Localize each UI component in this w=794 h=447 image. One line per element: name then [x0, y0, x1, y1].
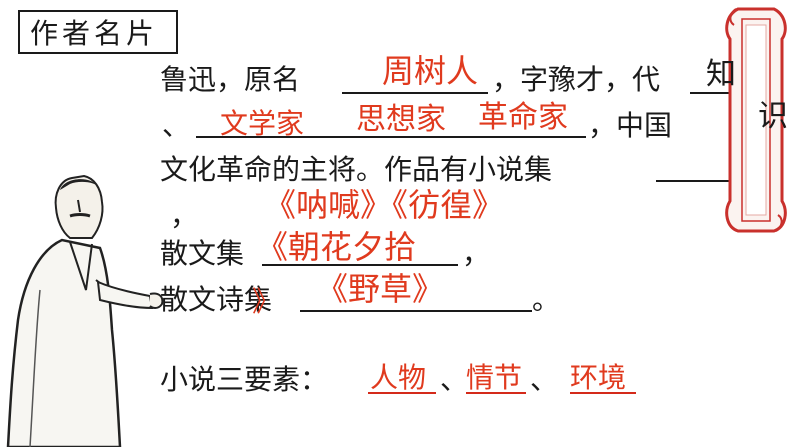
title-box: [18, 10, 178, 54]
blank-underline: [656, 180, 730, 182]
lu-xun-portrait-icon: [6, 174, 164, 447]
text-line-2b: ，中国: [588, 109, 673, 142]
blank-underline: [300, 310, 532, 312]
answer-role-1: 文学家: [220, 107, 305, 140]
blank-underline: [690, 92, 730, 94]
answer-novels: 《呐喊》《彷徨》: [264, 186, 505, 224]
separator: 、: [530, 363, 559, 396]
blank-underline: [196, 136, 586, 138]
knowledge-scroll: 知 识: [706, 5, 794, 235]
text-line-5a: 散文集: [160, 237, 245, 270]
text-line-1a: 鲁迅，原名: [160, 63, 301, 96]
page-title: 作者名片: [30, 17, 159, 50]
answer-element-3: 环境: [570, 361, 627, 394]
scroll-frame-icon: [725, 7, 787, 233]
text-line-1b: ，字豫才，代: [492, 63, 661, 96]
text-line-5b: ，: [462, 237, 491, 270]
answer-essays: 《朝花夕拾: [256, 228, 417, 266]
answer-element-2: 情节: [466, 361, 523, 394]
separator: 、: [440, 363, 469, 396]
scroll-char-1: 知: [706, 57, 736, 92]
answer-essays-end: 》: [252, 285, 281, 318]
blank-underline: [342, 92, 488, 94]
text-line-6a: 散文诗集: [160, 283, 273, 316]
blank-underline: [262, 264, 458, 266]
text-line-4: ，: [170, 199, 199, 232]
scroll-char-2: 识: [758, 99, 788, 134]
answer-real-name: 周树人: [382, 52, 479, 90]
answer-role-3: 革命家: [478, 100, 568, 135]
answer-element-1: 人物: [370, 361, 427, 394]
answer-underline: [570, 392, 636, 394]
answer-role-2: 思想家: [356, 102, 446, 137]
answer-prose-poems: 《野草》: [316, 270, 445, 308]
text-line-3: 文化革命的主将。作品有小说集: [160, 153, 553, 186]
text-line-7: 小说三要素：: [160, 363, 329, 396]
answer-underline: [466, 392, 526, 394]
answer-underline: [368, 392, 436, 394]
text-line-6b: 。: [532, 283, 561, 316]
text-line-2a: 、: [162, 109, 191, 142]
